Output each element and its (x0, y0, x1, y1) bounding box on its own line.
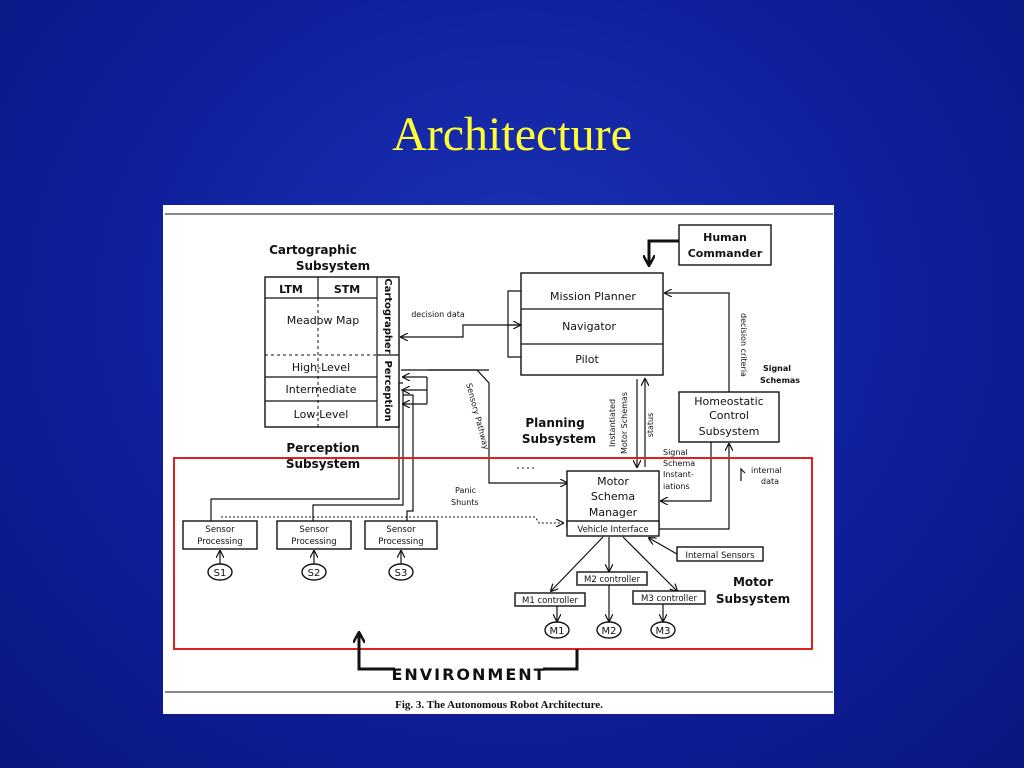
svg-text:M2: M2 (602, 626, 617, 637)
human-commander-label-2: Commander (688, 247, 763, 260)
motor-highlight-box (173, 457, 813, 650)
motor-subsystem-label-1: Motor (733, 575, 773, 589)
sensor-processing-1: Sensor Processing (182, 520, 258, 550)
commander-arrow (649, 239, 679, 265)
homeostatic-label-2: Control (709, 409, 749, 422)
low-level-label: Low-Level (294, 408, 349, 421)
stm-label: STM (334, 283, 360, 296)
planning-block (520, 272, 664, 376)
decision-criteria-label: decision criteria (739, 313, 748, 377)
cartographic-title-2: Subsystem (296, 259, 370, 273)
panic-shunts-label-2: Shunts (451, 498, 479, 507)
sp1-label-1: Sensor (205, 525, 235, 535)
human-commander-box (678, 224, 772, 266)
m2-controller: M2 controller (576, 571, 648, 586)
planning-internal-link (507, 290, 521, 358)
architecture-figure: Cartographic Subsystem LTM STM Meadow Ma… (163, 205, 834, 714)
panic-shunts-dotted-arrow (221, 516, 563, 523)
motor-schema-manager-box (566, 470, 660, 528)
sensor-s2: S2 (301, 563, 327, 581)
svg-text:M1 controller: M1 controller (522, 596, 578, 606)
mission-planner-label: Mission Planner (550, 290, 636, 303)
sensor-processing-3: Sensor Processing (364, 520, 438, 550)
sp1-label-2: Processing (197, 537, 242, 547)
sensory-pathway-label: Sensory Pathway (464, 382, 490, 451)
signal-schemas-label-2: Schemas (760, 376, 800, 385)
msm-label-1: Motor (597, 475, 629, 488)
svg-text:M3: M3 (656, 626, 671, 637)
ssi-label-1: Signal (663, 448, 688, 457)
ssi-label-4: iations (663, 482, 690, 491)
svg-text:S1: S1 (214, 568, 227, 579)
sensor-processing-2: Sensor Processing (276, 520, 352, 550)
svg-text:S2: S2 (308, 568, 321, 579)
internal-data-arrow (659, 444, 729, 530)
internal-sensors-label: Internal Sensors (685, 551, 755, 561)
sensor-s3: S3 (388, 563, 414, 581)
figure-caption: Fig. 3. The Autonomous Robot Architectur… (395, 699, 603, 711)
cartographer-label: Cartographer (382, 278, 393, 354)
human-commander-label-1: Human (703, 231, 747, 244)
sp2-label-2: Processing (291, 537, 336, 547)
homeostatic-label-1: Homeostatic (694, 395, 763, 408)
sp2-label-1: Sensor (299, 525, 329, 535)
homeostatic-label-3: Subsystem (699, 425, 760, 438)
meadow-map-label: Meadow Map (287, 314, 359, 327)
internal-data-tick (740, 467, 746, 481)
vehicle-interface-box (566, 520, 660, 537)
perception-vertical-label: Perception (382, 360, 393, 421)
environment-label: ENVIRONMENT (391, 665, 546, 684)
motor-subsystem-label-2: Subsystem (716, 592, 790, 606)
motor-m2: M2 (596, 621, 622, 639)
svg-text:M2 controller: M2 controller (584, 575, 640, 585)
homeostatic-box (678, 391, 780, 443)
slide-title: Architecture (392, 108, 632, 161)
svg-text:M3 controller: M3 controller (641, 594, 697, 604)
sp1-feedback (210, 382, 403, 521)
decision-data-arrow (401, 324, 521, 337)
decision-criteria-arrow (665, 293, 730, 392)
architecture-diagram: Cartographic Subsystem LTM STM Meadow Ma… (165, 213, 833, 711)
cartographic-title-1: Cartographic (269, 243, 357, 257)
sp3-label-2: Processing (378, 537, 423, 547)
cartographic-block (264, 276, 400, 428)
intermediate-label: Intermediate (286, 383, 357, 396)
svg-text:M1: M1 (550, 626, 565, 637)
environment-out-arrow (359, 633, 395, 671)
decision-data-label: decision data (411, 310, 465, 319)
ssi-label-2: Schema (663, 459, 695, 468)
internal-data-label-1: internal (751, 466, 782, 475)
pilot-label: Pilot (575, 353, 599, 366)
panic-shunts-label-1: Panic (455, 486, 476, 495)
sp3-label-1: Sensor (386, 525, 416, 535)
status-label: status (646, 413, 655, 438)
environment-in-arrow (543, 649, 579, 671)
sensor-s1: S1 (207, 563, 233, 581)
motor-m1: M1 (544, 621, 570, 639)
instantiated-label-1: Instantiated (608, 399, 617, 447)
planning-subsystem-label-2: Subsystem (522, 432, 596, 446)
internal-sensors-arrow (649, 538, 678, 555)
m3-controller: M3 controller (632, 590, 706, 605)
signal-instantiation-arrow (661, 442, 712, 501)
planning-subsystem-label-1: Planning (525, 416, 584, 430)
sp3-feedback (403, 394, 414, 521)
internal-data-label-2: data (761, 477, 779, 486)
high-level-label: High-Level (292, 361, 350, 374)
msm-label-3: Manager (589, 506, 638, 519)
msm-label-2: Schema (591, 490, 635, 503)
perception-subsystem-label-2: Subsystem (286, 457, 360, 471)
motor-m3: M3 (650, 621, 676, 639)
ltm-label: LTM (279, 283, 303, 296)
navigator-label: Navigator (562, 320, 616, 333)
perception-subsystem-label-1: Perception (286, 441, 359, 455)
svg-text:S3: S3 (395, 568, 408, 579)
vehicle-interface-label: Vehicle Interface (577, 525, 648, 535)
ssi-label-3: Instant- (663, 470, 694, 479)
instantiated-label-2: Motor Schemas (620, 392, 629, 454)
signal-schemas-label-1: Signal (763, 364, 791, 373)
m1-controller: M1 controller (514, 592, 586, 607)
